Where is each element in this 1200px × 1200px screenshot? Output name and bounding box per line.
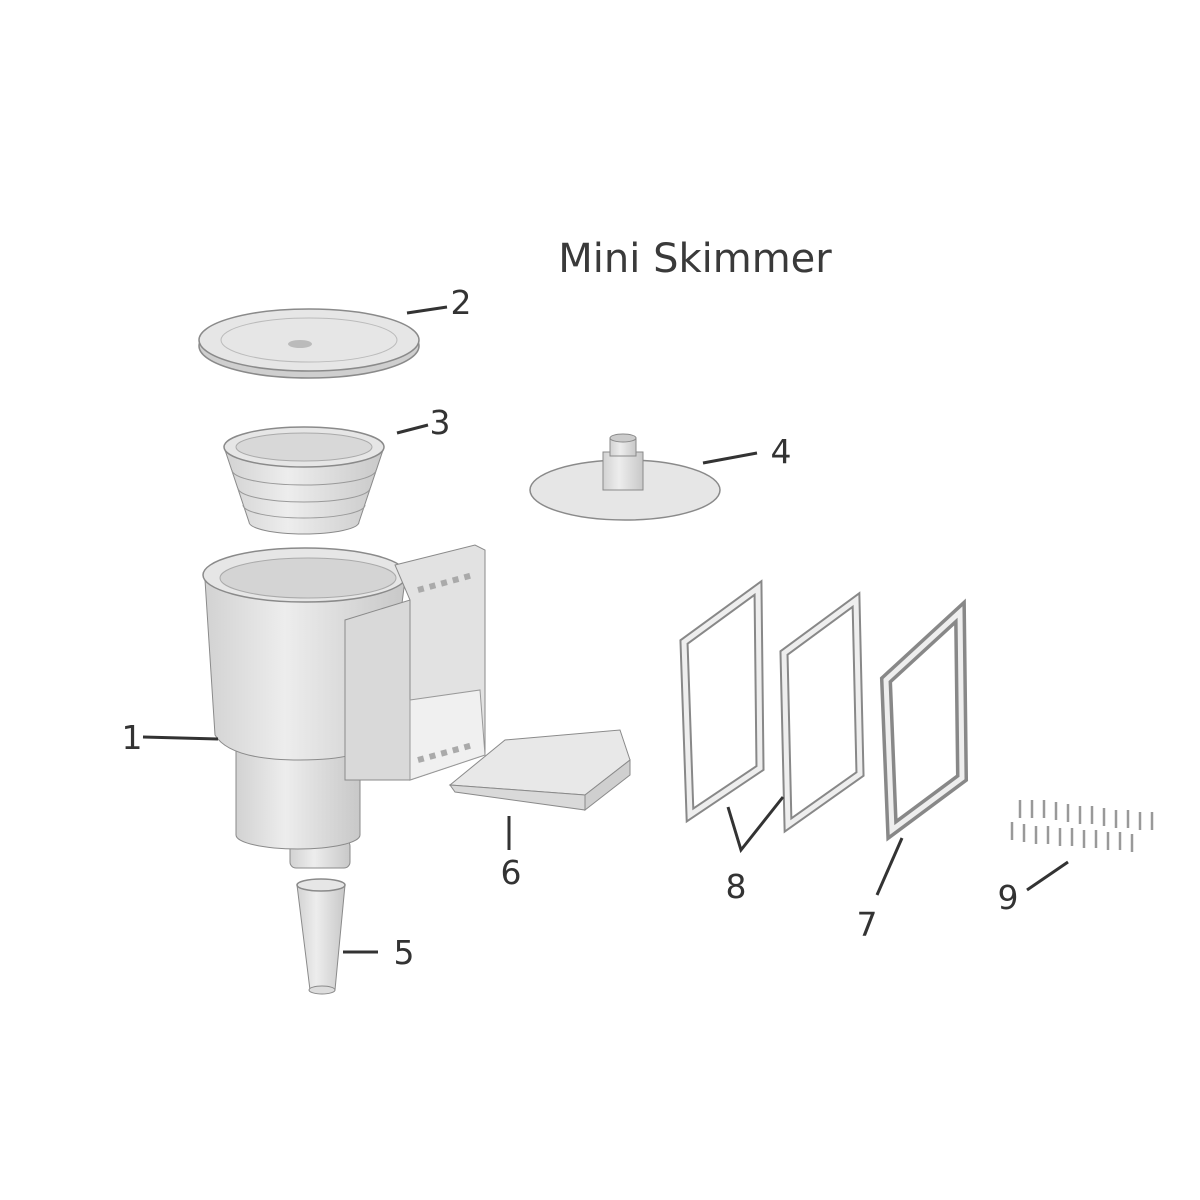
part-basket	[223, 426, 385, 535]
part-gaskets	[679, 579, 865, 834]
part-hose-adapter	[296, 878, 346, 995]
part-lid	[198, 308, 420, 379]
part-skimmer-body	[202, 544, 486, 869]
callout-4: 4	[771, 432, 792, 471]
callout-2: 2	[451, 283, 472, 322]
diagram-title: Mini Skimmer	[558, 236, 832, 282]
callout-8: 8	[726, 867, 747, 906]
part-screws	[1010, 800, 1154, 852]
callout-3: 3	[430, 403, 451, 442]
callout-7: 7	[857, 905, 878, 944]
callout-9: 9	[998, 878, 1019, 917]
part-faceplate	[879, 598, 969, 842]
part-weir	[448, 729, 631, 812]
part-vacuum-plate	[529, 433, 721, 521]
leader-lines	[142, 305, 1069, 954]
callout-6: 6	[501, 853, 522, 892]
callout-1: 1	[122, 718, 143, 757]
callout-5: 5	[394, 933, 415, 972]
